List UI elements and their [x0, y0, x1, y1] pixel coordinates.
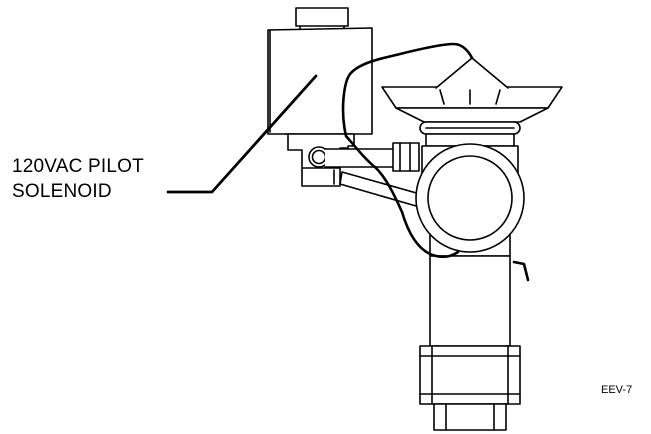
- valve-outlet: [433, 403, 507, 431]
- pilot-tube: [324, 142, 420, 172]
- valve-body: [415, 143, 525, 257]
- solenoid-callout: 120VAC PILOT SOLENOID: [12, 154, 144, 204]
- pilot-wire: [341, 42, 474, 259]
- valve-hex-nut: [419, 345, 521, 405]
- callout-line-2: SOLENOID: [12, 181, 112, 202]
- callout-leader: [166, 74, 318, 194]
- solenoid-coil: [267, 7, 373, 135]
- valve-stem: [429, 255, 511, 347]
- figure-id: EEV-7: [601, 384, 633, 396]
- bracket-tube: [339, 171, 421, 207]
- callout-line-1: 120VAC PILOT: [12, 156, 144, 177]
- wire-end: [512, 260, 530, 282]
- valve-bonnet: [381, 57, 563, 147]
